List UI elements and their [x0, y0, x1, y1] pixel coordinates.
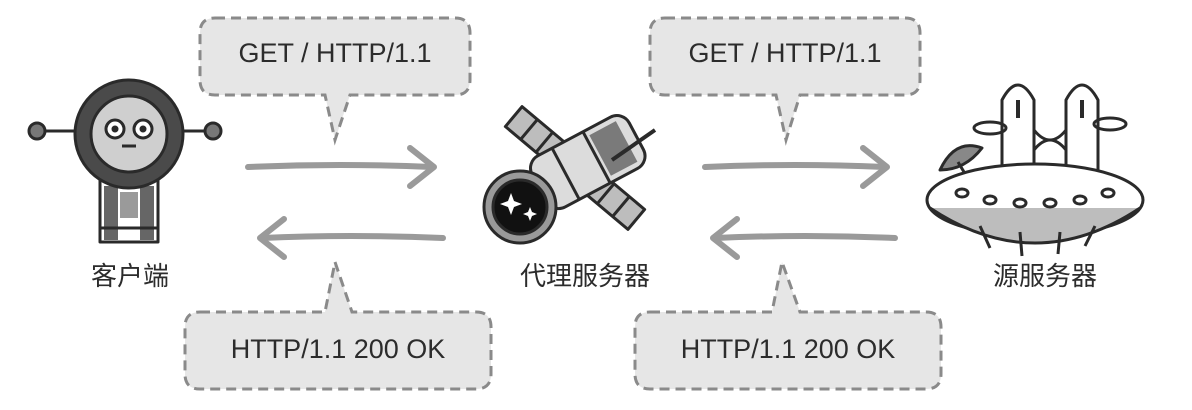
bubble-proxy-request [648, 16, 922, 146]
origin-label: 源服务器 [992, 262, 1097, 292]
bubble-client-request [198, 16, 472, 146]
proxy-label: 代理服务器 [519, 262, 650, 292]
arrow-response-origin-to-proxy [710, 216, 898, 260]
arrow-request-client-to-proxy [245, 145, 437, 189]
message-proxy-to-client-response: HTTP/1.1 200 OK [230, 334, 446, 364]
message-proxy-to-origin-request: GET / HTTP/1.1 [688, 38, 882, 68]
origin-server-icon [925, 83, 1145, 257]
message-origin-to-proxy-response: HTTP/1.1 200 OK [680, 334, 896, 364]
message-client-to-proxy-request: GET / HTTP/1.1 [238, 38, 432, 68]
bubble-client-response [183, 256, 493, 391]
proxy-satellite-icon [482, 105, 657, 245]
client-label: 客户端 [90, 262, 169, 292]
arrow-request-proxy-to-origin [702, 145, 890, 189]
client-robot-icon [27, 78, 223, 244]
bubble-origin-response [633, 256, 943, 391]
arrow-response-proxy-to-client [257, 216, 446, 260]
